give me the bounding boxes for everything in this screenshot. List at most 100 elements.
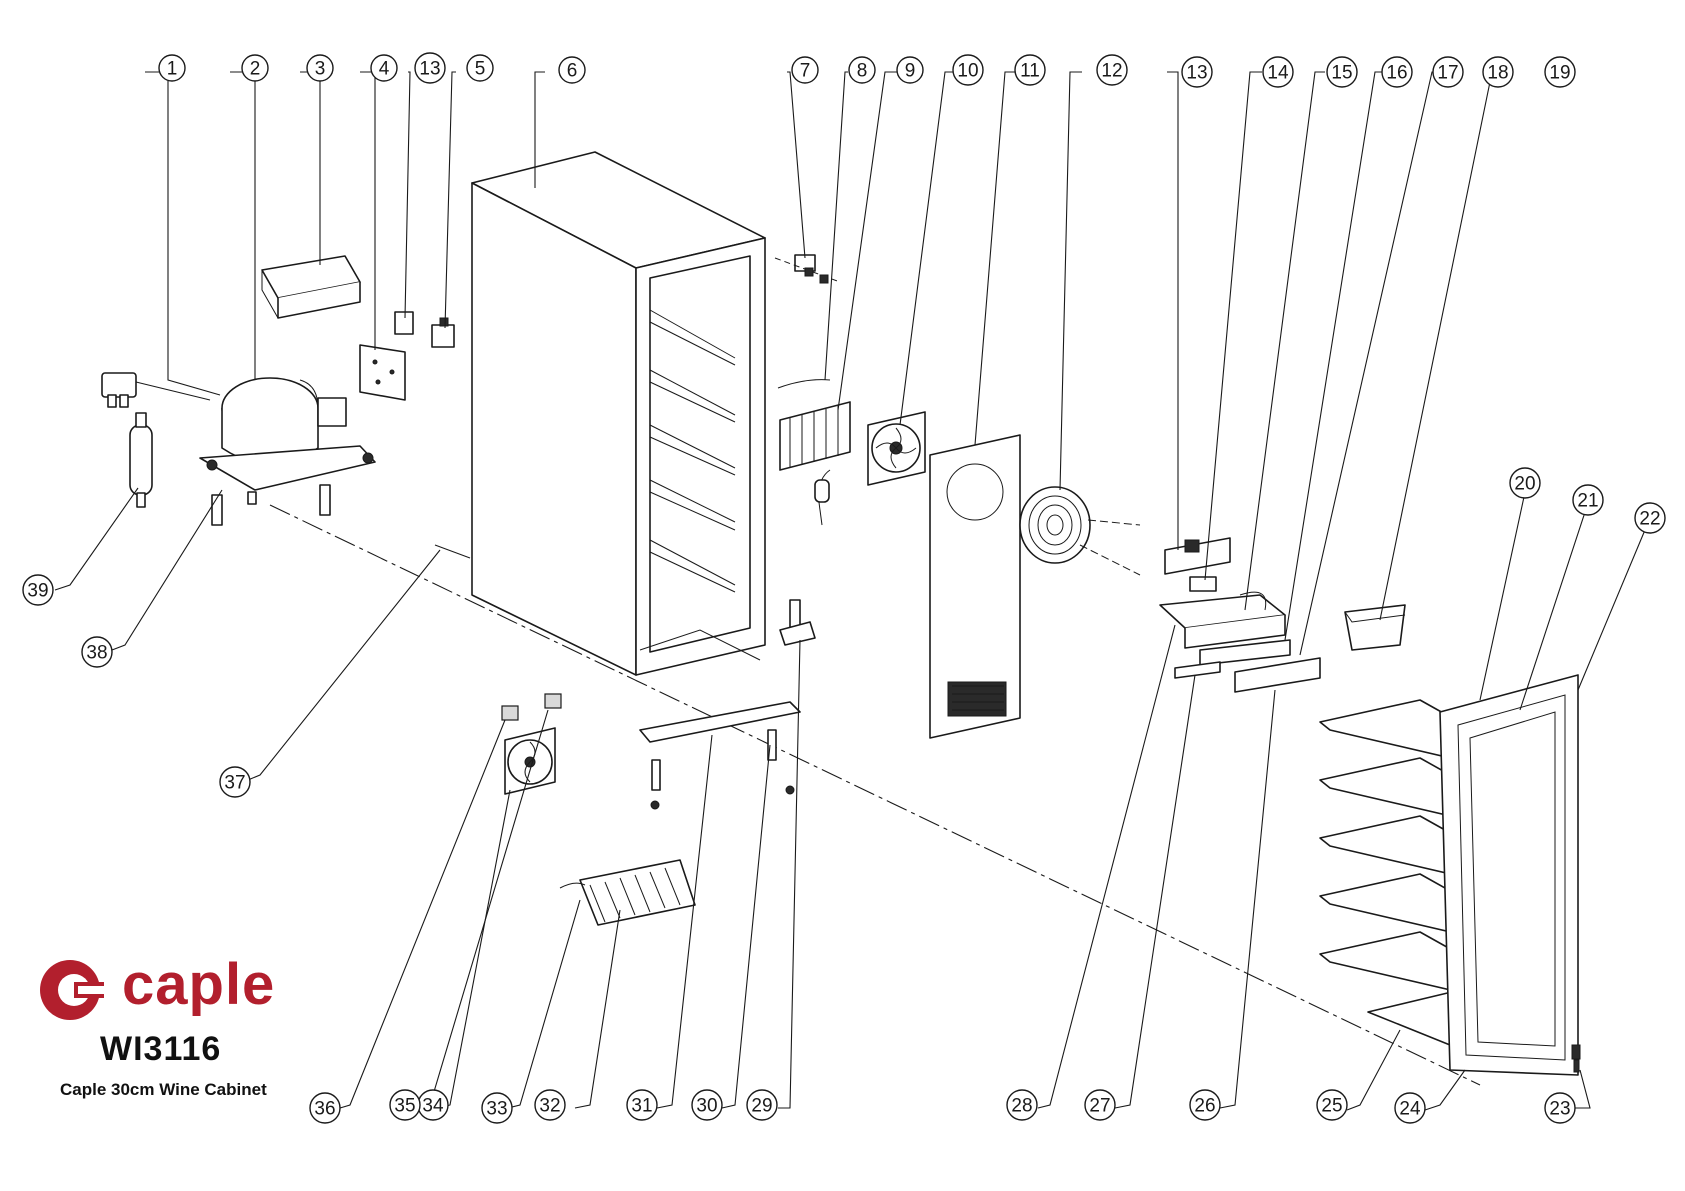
label-3: 3	[307, 55, 333, 81]
svg-text:2: 2	[250, 59, 261, 80]
evaporator	[780, 402, 850, 525]
label-38: 38	[82, 637, 112, 667]
svg-text:33: 33	[486, 1099, 507, 1120]
label-5: 5	[467, 55, 493, 81]
base-rail	[640, 702, 800, 809]
svg-text:21: 21	[1577, 491, 1598, 512]
product-caption: Caple 30cm Wine Cabinet	[60, 1080, 267, 1100]
label-20: 20	[1510, 468, 1540, 498]
svg-text:36: 36	[314, 1099, 335, 1120]
svg-text:4: 4	[379, 59, 390, 80]
label-19: 19	[1545, 57, 1575, 87]
overload-protector	[432, 318, 454, 347]
label-34: 34	[418, 1090, 448, 1120]
label-15: 15	[1327, 57, 1357, 87]
svg-text:11: 11	[1020, 61, 1040, 82]
svg-text:31: 31	[631, 1096, 652, 1117]
svg-text:38: 38	[86, 643, 107, 664]
svg-text:32: 32	[539, 1096, 560, 1117]
svg-text:3: 3	[315, 59, 326, 80]
back-cover-panel	[930, 435, 1020, 738]
fan-brackets	[502, 694, 561, 720]
label-31: 31	[627, 1090, 657, 1120]
label-29: 29	[747, 1090, 777, 1120]
svg-text:13: 13	[1186, 63, 1207, 84]
label-6: 6	[559, 57, 585, 83]
svg-text:9: 9	[905, 61, 916, 82]
connecting-pipe	[435, 545, 470, 558]
mounting-plate	[360, 345, 405, 400]
control-board	[1165, 538, 1230, 574]
svg-text:24: 24	[1399, 1099, 1421, 1120]
label-9: 9	[897, 57, 923, 83]
label-39: 39	[23, 575, 53, 605]
control-housing	[1160, 592, 1285, 648]
label-18: 18	[1483, 57, 1513, 87]
connector-board	[1190, 577, 1216, 591]
button-strip	[1175, 662, 1220, 678]
label-13-left: 13	[415, 53, 445, 83]
relay-component	[395, 312, 413, 334]
label-10: 10	[953, 55, 983, 85]
svg-text:26: 26	[1194, 1096, 1215, 1117]
svg-text:5: 5	[475, 59, 486, 80]
label-16: 16	[1382, 57, 1412, 87]
svg-text:22: 22	[1639, 509, 1660, 530]
crisper-box	[1345, 605, 1405, 650]
label-26: 26	[1190, 1090, 1220, 1120]
brand-name: caple	[122, 950, 275, 1020]
sensor-wire	[778, 380, 830, 388]
label-21: 21	[1573, 485, 1603, 515]
svg-text:12: 12	[1101, 61, 1122, 82]
svg-text:14: 14	[1267, 63, 1289, 84]
svg-text:29: 29	[751, 1096, 772, 1117]
svg-text:15: 15	[1331, 63, 1352, 84]
power-plug	[102, 373, 210, 407]
label-4: 4	[371, 55, 397, 81]
svg-text:27: 27	[1089, 1096, 1110, 1117]
drier-filter	[130, 413, 152, 507]
label-33: 33	[482, 1093, 512, 1123]
evaporator-fan	[868, 412, 925, 485]
svg-text:34: 34	[422, 1096, 444, 1117]
bottom-hinge	[780, 600, 815, 645]
display-panel	[1235, 658, 1320, 692]
label-25: 25	[1317, 1090, 1347, 1120]
svg-text:37: 37	[224, 773, 245, 794]
svg-text:6: 6	[567, 61, 578, 82]
label-7: 7	[792, 57, 818, 83]
svg-text:20: 20	[1514, 474, 1535, 495]
svg-text:7: 7	[800, 61, 811, 82]
svg-text:13: 13	[419, 59, 440, 80]
condenser-fan	[505, 728, 555, 794]
svg-text:8: 8	[857, 61, 868, 82]
fan-guard	[1020, 487, 1140, 575]
svg-text:28: 28	[1011, 1096, 1032, 1117]
label-27: 27	[1085, 1090, 1115, 1120]
label-23: 23	[1545, 1093, 1575, 1123]
svg-text:17: 17	[1437, 63, 1458, 84]
label-2: 2	[242, 55, 268, 81]
cabinet-body	[472, 152, 765, 675]
label-13-right: 13	[1182, 57, 1212, 87]
label-8: 8	[849, 57, 875, 83]
label-17: 17	[1433, 57, 1463, 87]
label-32: 32	[535, 1090, 565, 1120]
label-35: 35	[390, 1090, 420, 1120]
svg-text:10: 10	[957, 61, 978, 82]
svg-text:30: 30	[696, 1096, 717, 1117]
svg-text:25: 25	[1321, 1096, 1342, 1117]
condenser	[560, 860, 695, 925]
assembly-axis-line	[270, 505, 1480, 1085]
label-11: 11	[1015, 55, 1045, 85]
label-22: 22	[1635, 503, 1665, 533]
relay-bracket	[262, 256, 360, 318]
label-12: 12	[1097, 55, 1127, 85]
model-number: WI3116	[100, 1030, 221, 1069]
top-hinge	[775, 255, 840, 283]
svg-text:18: 18	[1487, 63, 1508, 84]
svg-text:1: 1	[167, 59, 178, 80]
svg-text:23: 23	[1549, 1099, 1570, 1120]
svg-text:39: 39	[27, 581, 48, 602]
glass-door	[1440, 675, 1578, 1075]
